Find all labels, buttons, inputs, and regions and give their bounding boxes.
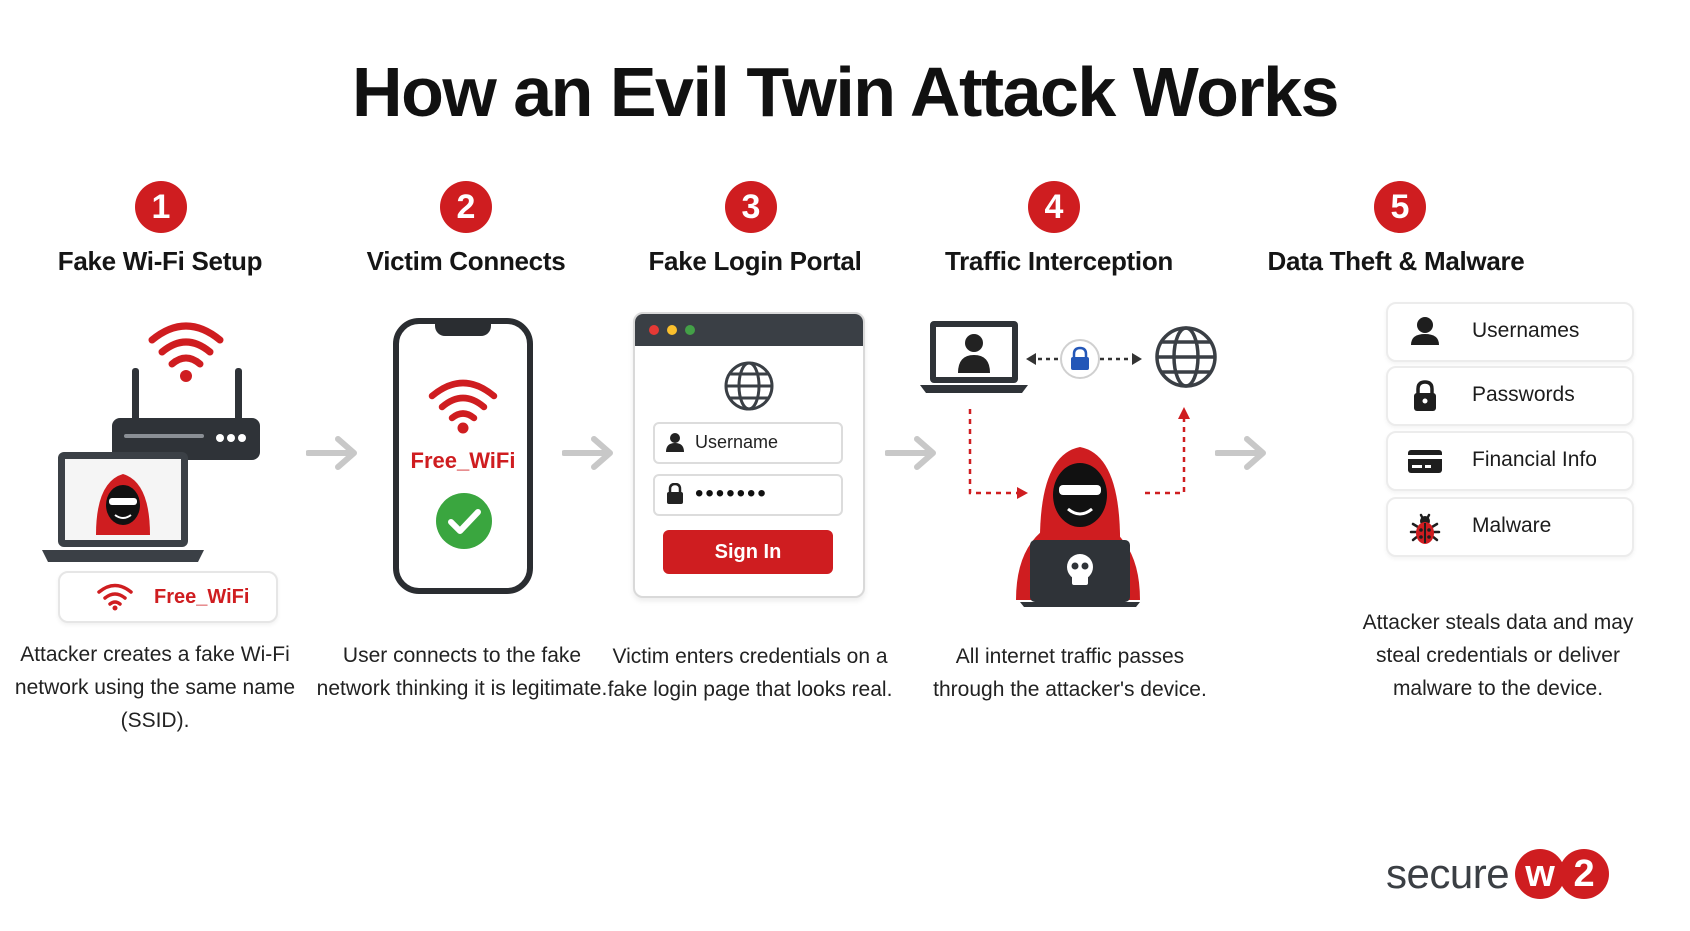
- laptop-icon: [42, 452, 204, 562]
- step-1-title: Fake Wi-Fi Setup: [57, 246, 263, 276]
- arrow-right-icon: [562, 436, 613, 470]
- bug-icon: [1409, 513, 1441, 544]
- username-placeholder: Username: [695, 432, 779, 452]
- list-item-usernames: Usernames: [1386, 302, 1634, 362]
- lock-icon: [667, 483, 683, 504]
- ssid-label: Free_WiFi: [154, 586, 250, 608]
- arrow-right-icon: [885, 436, 936, 470]
- wifi-signal-icon: [148, 322, 224, 368]
- wifi-icon: [97, 583, 133, 611]
- list-item-label: Financial Info: [1472, 448, 1597, 471]
- hacker-icon: [1016, 447, 1140, 607]
- step-2-title: Victim Connects: [366, 246, 566, 276]
- ssid-badge: Free_WiFi: [58, 571, 278, 623]
- step-5-badge: 5: [1374, 181, 1426, 233]
- router-icon: [112, 368, 260, 460]
- list-item-passwords: Passwords: [1386, 366, 1634, 426]
- step-2-badge: 2: [440, 181, 492, 233]
- brand-logo: secure w 2: [1386, 846, 1610, 902]
- window-titlebar: [635, 314, 863, 346]
- brand-badge-letter: w: [1515, 849, 1566, 899]
- password-mask: •••••••: [695, 480, 768, 507]
- checkmark-icon: [436, 493, 492, 549]
- step-5-description: Attacker steals data and may steal crede…: [1362, 611, 1634, 700]
- globe-icon: [1155, 326, 1217, 388]
- list-item-malware: Malware: [1386, 497, 1634, 557]
- fake-login-window: Username ••••••• Sign In: [633, 312, 865, 598]
- list-item-label: Malware: [1472, 514, 1552, 537]
- step-1-badge: 1: [135, 181, 187, 233]
- credit-card-icon: [1408, 450, 1442, 473]
- phone-notch: [435, 322, 491, 336]
- list-item-label: Passwords: [1472, 383, 1575, 406]
- sign-in-button[interactable]: Sign In: [663, 530, 833, 574]
- step-2-description: User connects to the fake network thinki…: [316, 644, 608, 700]
- step-5-title: Data Theft & Malware: [1267, 246, 1525, 276]
- list-item-financial-info: Financial Info: [1386, 431, 1634, 491]
- lock-icon: [1060, 339, 1100, 379]
- brand-badge-number: 2: [1559, 849, 1610, 899]
- victim-laptop-icon: [920, 321, 1028, 393]
- step-4-badge: 4: [1028, 181, 1080, 233]
- user-icon: [1411, 317, 1439, 345]
- step-3-badge: 3: [725, 181, 777, 233]
- step-1-description: Attacker creates a fake Wi-Fi network us…: [14, 643, 296, 732]
- step-3-title: Fake Login Portal: [648, 246, 862, 276]
- globe-icon: [724, 361, 774, 411]
- fake-wifi-illustration: [40, 310, 300, 630]
- user-icon: [666, 433, 684, 452]
- arrow-right-icon: [306, 436, 357, 470]
- password-field[interactable]: •••••••: [653, 474, 843, 516]
- step-4-description: All internet traffic passes through the …: [933, 645, 1207, 701]
- wifi-signal-icon: [428, 379, 498, 434]
- lock-icon: [1414, 380, 1436, 411]
- skull-icon: [1067, 554, 1093, 585]
- page-title: How an Evil Twin Attack Works: [352, 53, 1339, 131]
- phone-icon: Free_WiFi: [393, 318, 533, 594]
- phone-ssid-label: Free_WiFi: [410, 448, 516, 473]
- username-field[interactable]: Username: [653, 422, 843, 464]
- arrow-right-icon: [1215, 436, 1266, 470]
- step-4-title: Traffic Interception: [944, 246, 1174, 276]
- step-3-description: Victim enters credentials on a fake logi…: [607, 645, 893, 701]
- hacker-icon: [96, 474, 150, 535]
- brand-text: secure: [1386, 850, 1510, 897]
- traffic-interception-illustration: [920, 315, 1230, 610]
- list-item-label: Usernames: [1472, 319, 1580, 342]
